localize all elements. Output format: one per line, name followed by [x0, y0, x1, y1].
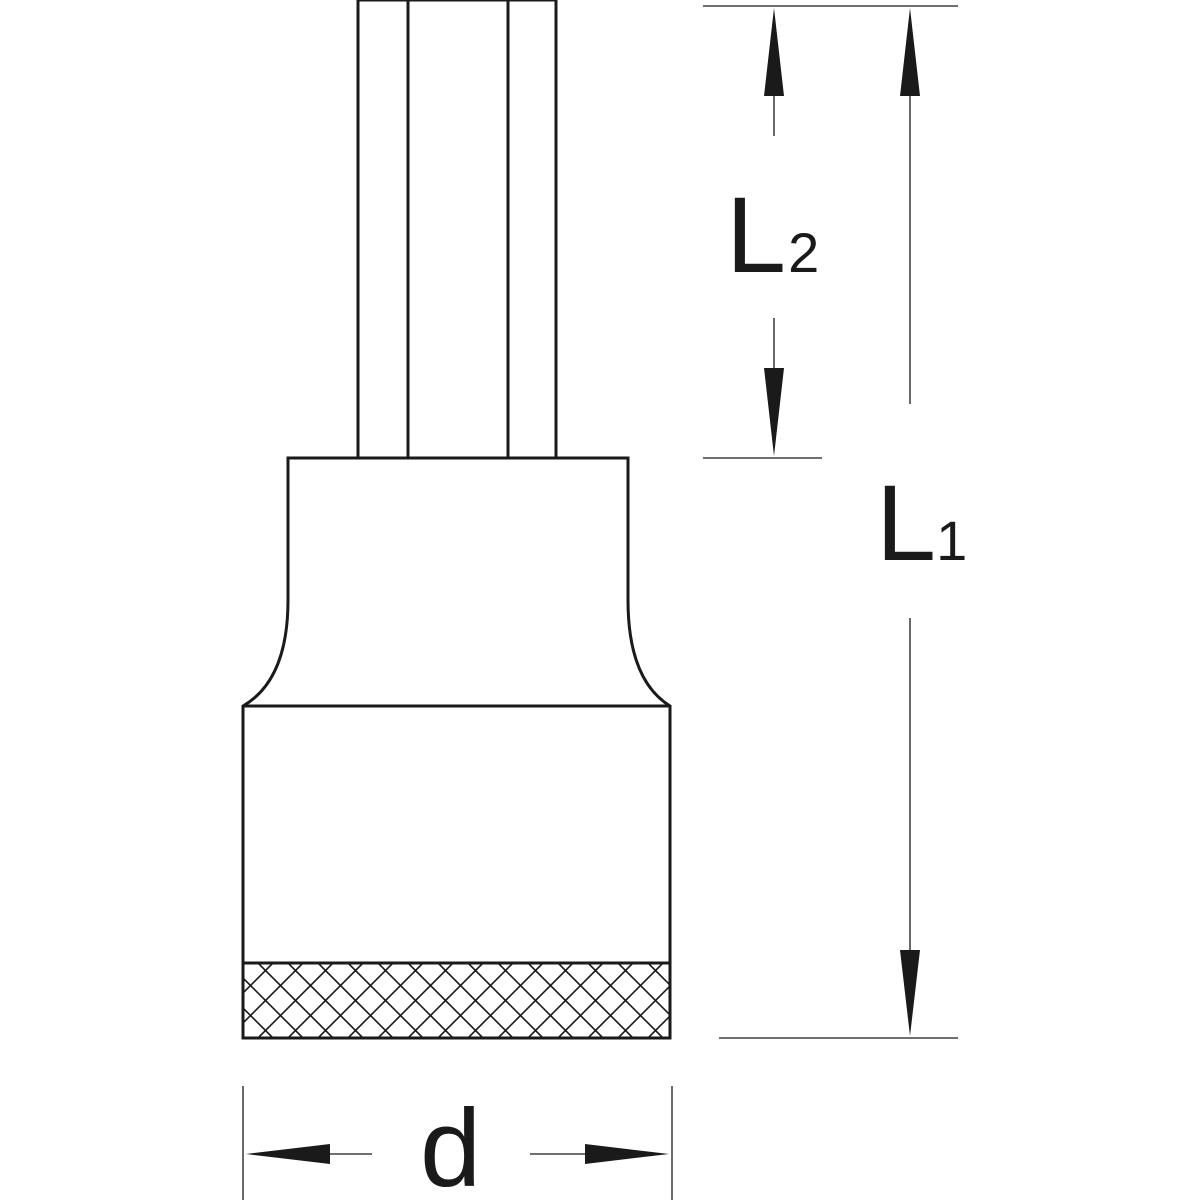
dimension-l1: L1 — [876, 8, 967, 1036]
knurl-line — [647, 1014, 670, 1038]
d-arrow-right — [585, 1144, 669, 1164]
l1-arrow-down — [900, 950, 920, 1036]
knurl-line — [497, 963, 574, 1038]
knurl-line — [467, 963, 544, 1038]
knurl-pattern — [138, 963, 753, 1038]
knurl-line — [287, 963, 364, 1038]
l2-label: L2 — [726, 174, 819, 295]
l2-arrow-up — [764, 8, 784, 96]
knurl-line — [647, 963, 670, 987]
knurl-line — [678, 963, 753, 1038]
l1-label: L1 — [876, 462, 967, 583]
d-label: d — [420, 1087, 481, 1200]
extension-lines — [242, 5, 958, 1200]
knurl-line — [243, 1036, 244, 1038]
d-arrow-left — [246, 1144, 330, 1164]
knurl-line — [437, 963, 514, 1038]
knurl-line — [317, 963, 394, 1038]
dimension-d: d — [246, 1087, 669, 1200]
knurl-line — [617, 963, 670, 1017]
hex-bit-outline — [356, 0, 558, 464]
l1-arrow-up — [900, 8, 920, 96]
knurl-line — [138, 963, 213, 1038]
knurl-line — [243, 963, 244, 965]
knurl-line — [243, 963, 274, 995]
knurl-line — [243, 1006, 274, 1038]
knurl-line — [407, 963, 484, 1038]
knurl-line — [138, 963, 213, 1038]
knurl-line — [347, 963, 424, 1038]
knurl-line — [377, 963, 454, 1038]
socket-body — [241, 456, 672, 1040]
knurl-border — [241, 961, 672, 1040]
knurled-band — [138, 961, 753, 1040]
knurl-line — [243, 976, 304, 1038]
knurl-line — [557, 963, 634, 1038]
knurl-line — [678, 963, 753, 1038]
dimension-l2: L2 — [726, 8, 819, 456]
hex-bit — [356, 0, 558, 464]
l2-arrow-down — [764, 368, 784, 456]
knurl-line — [527, 963, 604, 1038]
knurl-line — [587, 963, 664, 1038]
knurl-line — [257, 963, 334, 1038]
